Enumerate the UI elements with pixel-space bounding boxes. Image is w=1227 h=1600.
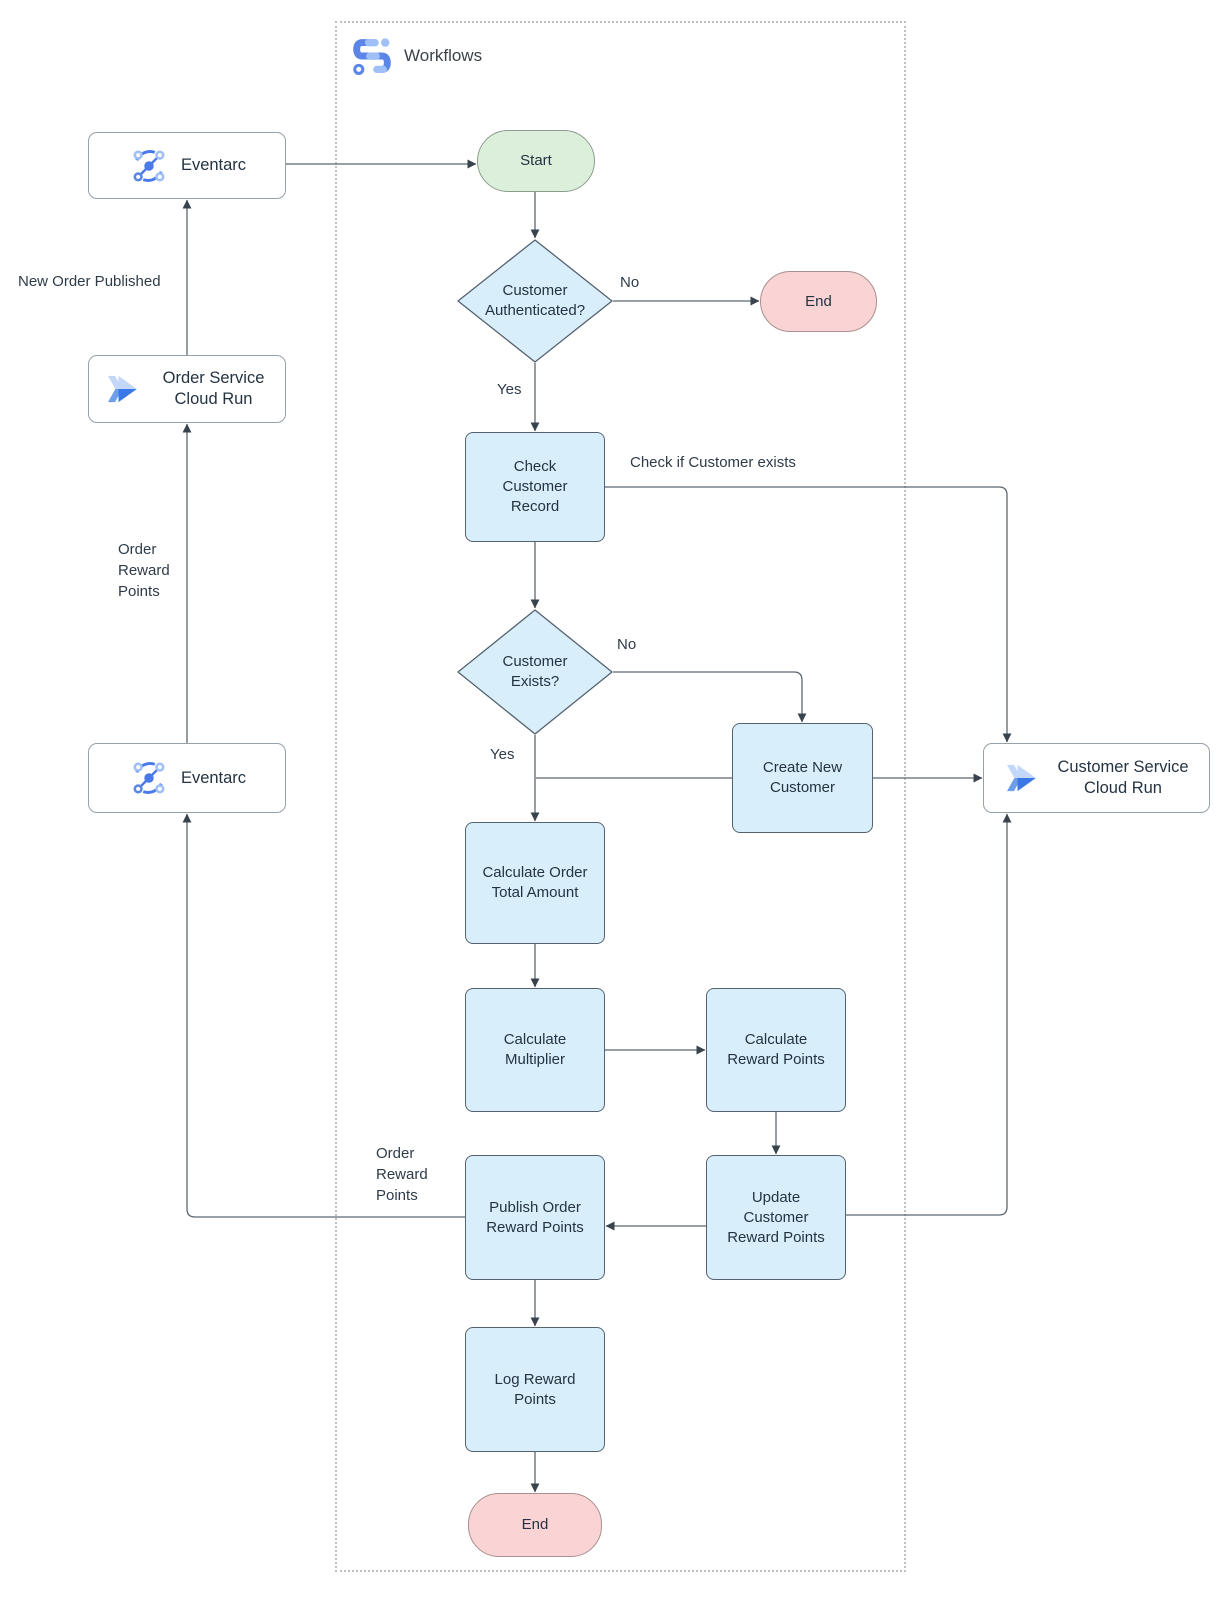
node-label: Customer Exists? xyxy=(502,653,568,690)
node-customer-exists: Customer Exists? xyxy=(457,609,613,735)
workflows-icon xyxy=(349,33,395,84)
edge-label-exists-yes: Yes xyxy=(490,746,515,763)
node-label: Eventarc xyxy=(180,156,247,174)
node-calculate-order-total: Calculate Order Total Amount xyxy=(465,822,605,944)
node-order-service-cloud-run: Order Service Cloud Run xyxy=(88,355,286,423)
node-label: Start xyxy=(520,152,552,169)
edge-label-order-reward-points-publish: Order Reward Points xyxy=(376,1145,428,1204)
node-eventarc-top: Eventarc xyxy=(88,132,286,199)
node-check-customer-record: Check Customer Record xyxy=(465,432,605,542)
node-log-reward-points: Log Reward Points xyxy=(465,1327,605,1452)
node-label: Publish Order Reward Points xyxy=(486,1198,584,1236)
node-label: End xyxy=(521,1516,549,1533)
edge-label-order-reward-points-left: Order Reward Points xyxy=(118,541,170,600)
workflows-title: Workflows xyxy=(404,46,483,65)
node-label: Calculate Order Total Amount xyxy=(482,864,588,901)
node-publish-order-reward-points: Publish Order Reward Points xyxy=(465,1155,605,1280)
node-calculate-reward-points: Calculate Reward Points xyxy=(706,988,846,1112)
edge-label-new-order-published: New Order Published xyxy=(18,273,161,290)
node-label: Check Customer Record xyxy=(502,458,568,515)
node-label: Order Service Cloud Run xyxy=(162,369,265,408)
node-update-customer-reward-points: Update Customer Reward Points xyxy=(706,1155,846,1280)
node-end-bottom: End xyxy=(468,1493,602,1557)
node-calculate-multiplier: Calculate Multiplier xyxy=(465,988,605,1112)
edge-label-check-if-customer-exists: Check if Customer exists xyxy=(630,454,796,471)
edge-label-auth-yes: Yes xyxy=(497,381,522,398)
node-customer-service-cloud-run: Customer Service Cloud Run xyxy=(983,743,1210,813)
edge-label-auth-no: No xyxy=(620,274,640,291)
eventarc-icon xyxy=(128,757,170,799)
node-label: Customer Authenticated? xyxy=(484,282,586,319)
node-label: Update Customer Reward Points xyxy=(727,1188,825,1246)
node-create-new-customer: Create New Customer xyxy=(732,723,873,833)
node-label: Calculate Reward Points xyxy=(727,1031,825,1068)
node-label: Create New Customer xyxy=(762,759,843,796)
node-eventarc-bottom: Eventarc xyxy=(88,743,286,813)
node-label: Eventarc xyxy=(180,768,247,787)
node-label: Log Reward Points xyxy=(494,1370,576,1408)
node-customer-authenticated: Customer Authenticated? xyxy=(457,239,613,363)
workflows-container xyxy=(335,21,906,1572)
node-start: Start xyxy=(477,130,595,192)
node-label: End xyxy=(805,292,832,310)
cloud-run-icon xyxy=(101,368,143,410)
node-end-top: End xyxy=(760,271,877,332)
cloud-run-icon xyxy=(1000,757,1042,799)
eventarc-icon xyxy=(128,145,170,187)
node-label: Calculate Multiplier xyxy=(503,1031,567,1068)
edge-label-exists-no: No xyxy=(617,636,637,653)
node-label: Customer Service Cloud Run xyxy=(1057,758,1189,797)
